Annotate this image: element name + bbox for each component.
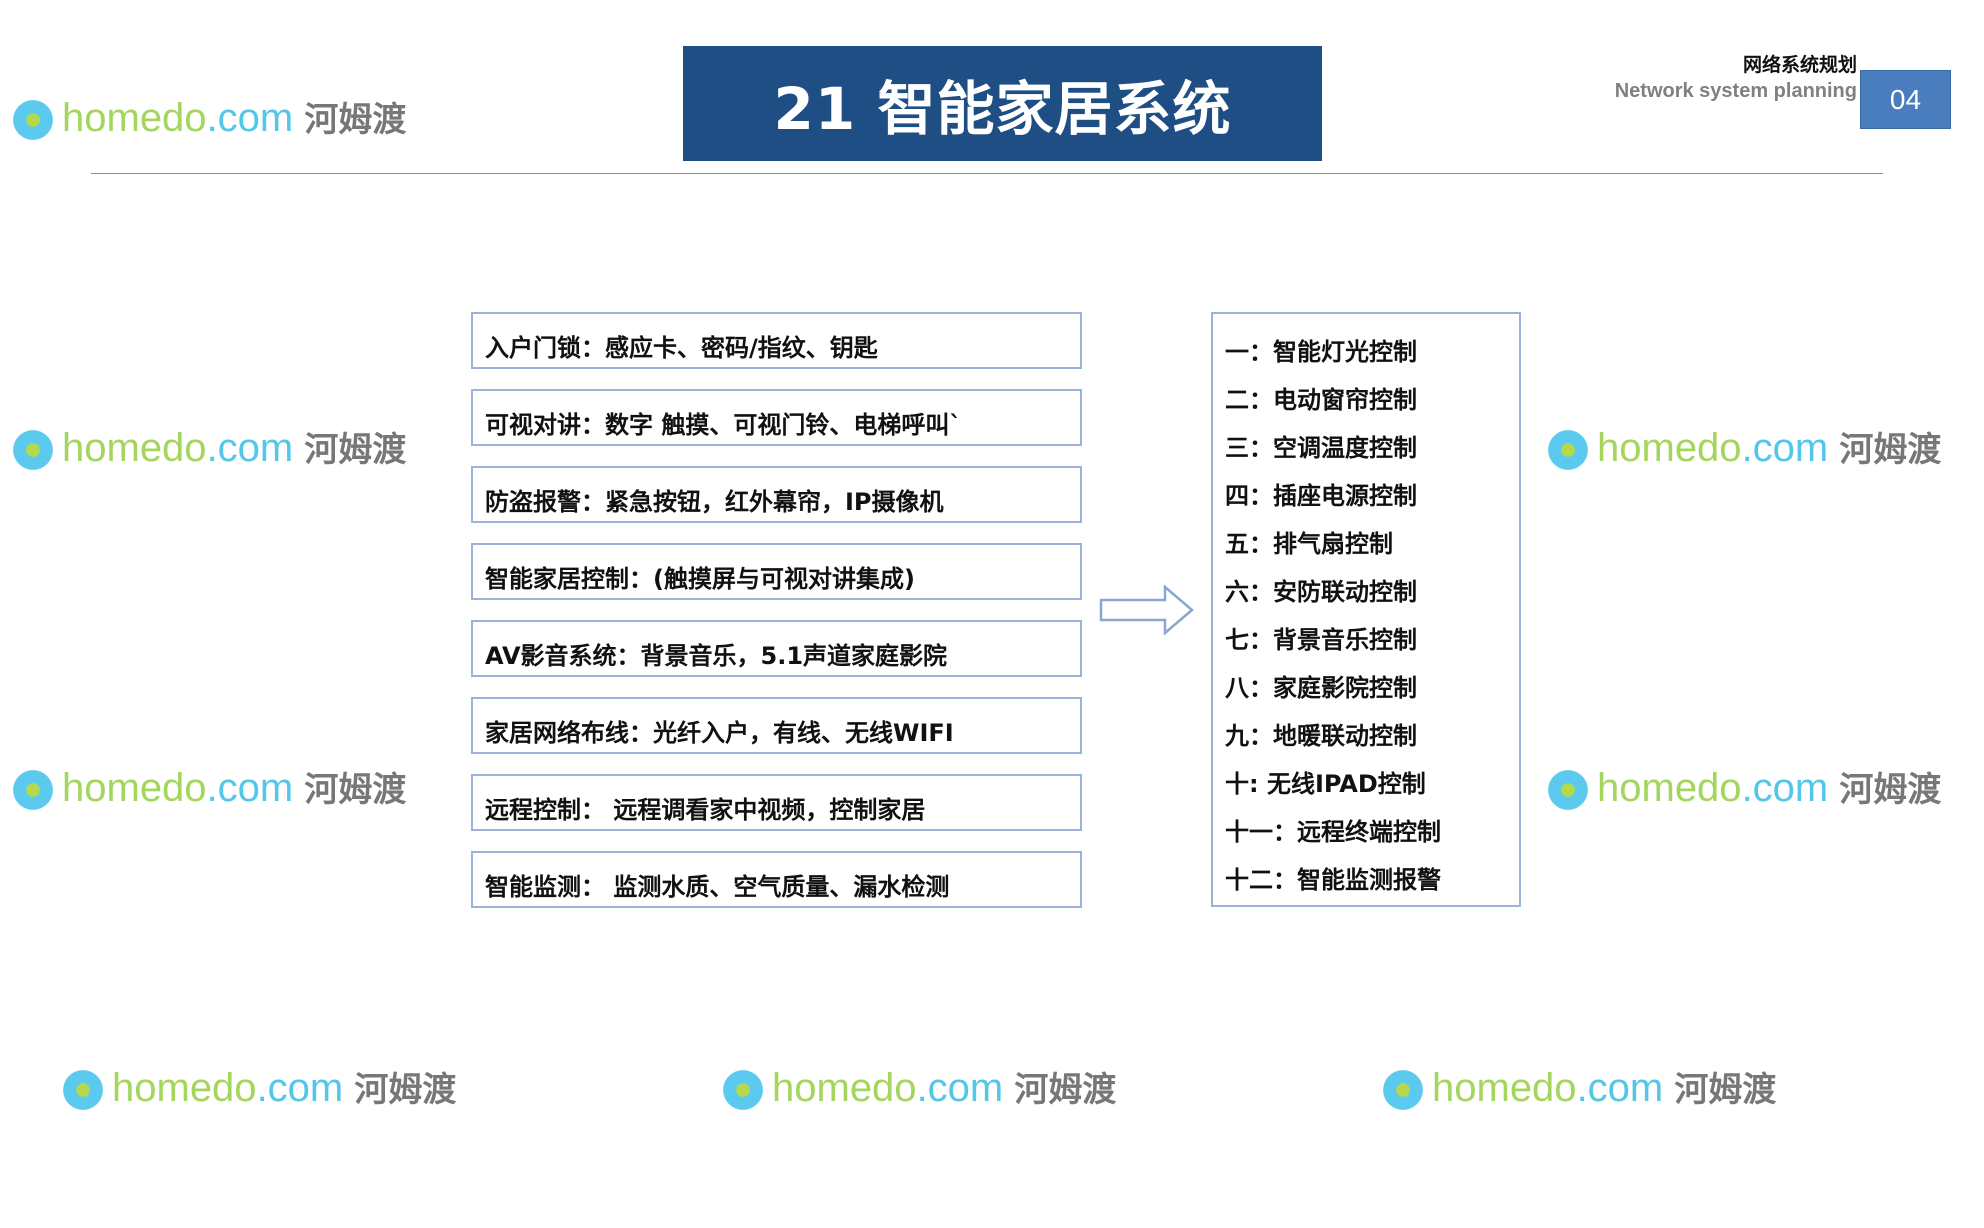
feature-item-text: 智能监测： 监测水质、空气质量、漏水检测	[485, 873, 950, 901]
watermark-dotcom: .com	[206, 766, 294, 810]
feature-item: 入户门锁：感应卡、密码/指纹、钥匙	[471, 312, 1082, 369]
feature-item-text: AV影音系统：背景音乐，5.1声道家庭影院	[485, 642, 948, 670]
flower-logo-icon	[60, 1067, 106, 1114]
watermark-home: homedo	[62, 96, 207, 140]
feature-item-text: 智能家居控制：(触摸屏与可视对讲集成)	[485, 565, 915, 593]
watermark: homedo.com 河姆渡	[10, 760, 406, 816]
watermark-dotcom: .com	[916, 1066, 1004, 1110]
watermark: homedo.com 河姆渡	[10, 90, 406, 146]
feature-item-text: 远程控制： 远程调看家中视频，控制家居	[485, 796, 926, 824]
watermark-dotcom: .com	[1576, 1066, 1664, 1110]
watermark: homedo.com 河姆渡	[1380, 1060, 1776, 1116]
watermark: homedo.com 河姆渡	[60, 1060, 456, 1116]
flower-logo-icon	[10, 767, 56, 814]
control-list-box: 一：智能灯光控制二：电动窗帘控制三：空调温度控制四：插座电源控制五：排气扇控制六…	[1211, 312, 1521, 907]
feature-item: 智能家居控制：(触摸屏与可视对讲集成)	[471, 543, 1082, 600]
section-title-en: Network system planning	[1614, 80, 1857, 102]
control-item: 九：地暖联动控制	[1225, 722, 1417, 750]
feature-item: AV影音系统：背景音乐，5.1声道家庭影院	[471, 620, 1082, 677]
watermark-home: homedo	[1597, 426, 1742, 470]
page-number-badge: 04	[1860, 70, 1951, 129]
flower-logo-icon	[1380, 1067, 1426, 1114]
control-item: 八：家庭影院控制	[1225, 674, 1417, 702]
watermark-cn: 河姆渡	[304, 431, 407, 469]
watermark-cn: 河姆渡	[1839, 431, 1942, 469]
feature-item-text: 可视对讲：数字 触摸、可视门铃、电梯呼叫`	[485, 411, 962, 439]
watermark: homedo.com 河姆渡	[720, 1060, 1116, 1116]
feature-item-text: 家居网络布线：光纤入户，有线、无线WIFI	[485, 719, 954, 747]
control-item: 七：背景音乐控制	[1225, 626, 1417, 654]
feature-item-text: 入户门锁：感应卡、密码/指纹、钥匙	[485, 334, 878, 362]
feature-item: 防盗报警：紧急按钮，红外幕帘，IP摄像机	[471, 466, 1082, 523]
watermark-home: homedo	[62, 426, 207, 470]
flower-logo-icon	[1545, 427, 1591, 474]
control-item: 四：插座电源控制	[1225, 482, 1417, 510]
watermark-cn: 河姆渡	[1674, 1071, 1777, 1109]
watermark-cn: 河姆渡	[354, 1071, 457, 1109]
watermark-dotcom: .com	[1741, 426, 1829, 470]
control-item: 三：空调温度控制	[1225, 434, 1417, 462]
control-item: 六：安防联动控制	[1225, 578, 1417, 606]
flower-logo-icon	[10, 97, 56, 144]
watermark: homedo.com 河姆渡	[1545, 420, 1941, 476]
control-item: 十一：远程终端控制	[1225, 818, 1441, 846]
watermark-cn: 河姆渡	[304, 771, 407, 809]
watermark-dotcom: .com	[206, 426, 294, 470]
watermark-dotcom: .com	[206, 96, 294, 140]
flower-logo-icon	[1545, 767, 1591, 814]
watermark-home: homedo	[772, 1066, 917, 1110]
feature-item: 可视对讲：数字 触摸、可视门铃、电梯呼叫`	[471, 389, 1082, 446]
watermark-cn: 河姆渡	[1839, 771, 1942, 809]
watermark-cn: 河姆渡	[304, 101, 407, 139]
control-item: 五：排气扇控制	[1225, 530, 1393, 558]
watermark-home: homedo	[62, 766, 207, 810]
feature-item: 家居网络布线：光纤入户，有线、无线WIFI	[471, 697, 1082, 754]
watermark-dotcom: .com	[256, 1066, 344, 1110]
slide-title-banner: 21 智能家居系统	[683, 46, 1322, 161]
right-arrow-icon	[1099, 584, 1194, 636]
header-divider	[91, 173, 1883, 174]
section-title-cn: 网络系统规划	[1742, 54, 1857, 76]
flower-logo-icon	[720, 1067, 766, 1114]
watermark: homedo.com 河姆渡	[1545, 760, 1941, 816]
slide-title: 21 智能家居系统	[773, 74, 1232, 143]
watermark-home: homedo	[1432, 1066, 1577, 1110]
control-item: 十二：智能监测报警	[1225, 866, 1441, 894]
flower-logo-icon	[10, 427, 56, 474]
watermark: homedo.com 河姆渡	[10, 420, 406, 476]
feature-item-text: 防盗报警：紧急按钮，红外幕帘，IP摄像机	[485, 488, 944, 516]
watermark-home: homedo	[1597, 766, 1742, 810]
control-item: 一：智能灯光控制	[1225, 338, 1417, 366]
watermark-home: homedo	[112, 1066, 257, 1110]
feature-item: 智能监测： 监测水质、空气质量、漏水检测	[471, 851, 1082, 908]
watermark-cn: 河姆渡	[1014, 1071, 1117, 1109]
feature-item: 远程控制： 远程调看家中视频，控制家居	[471, 774, 1082, 831]
watermark-dotcom: .com	[1741, 766, 1829, 810]
control-item: 十: 无线IPAD控制	[1225, 770, 1426, 798]
control-item: 二：电动窗帘控制	[1225, 386, 1417, 414]
